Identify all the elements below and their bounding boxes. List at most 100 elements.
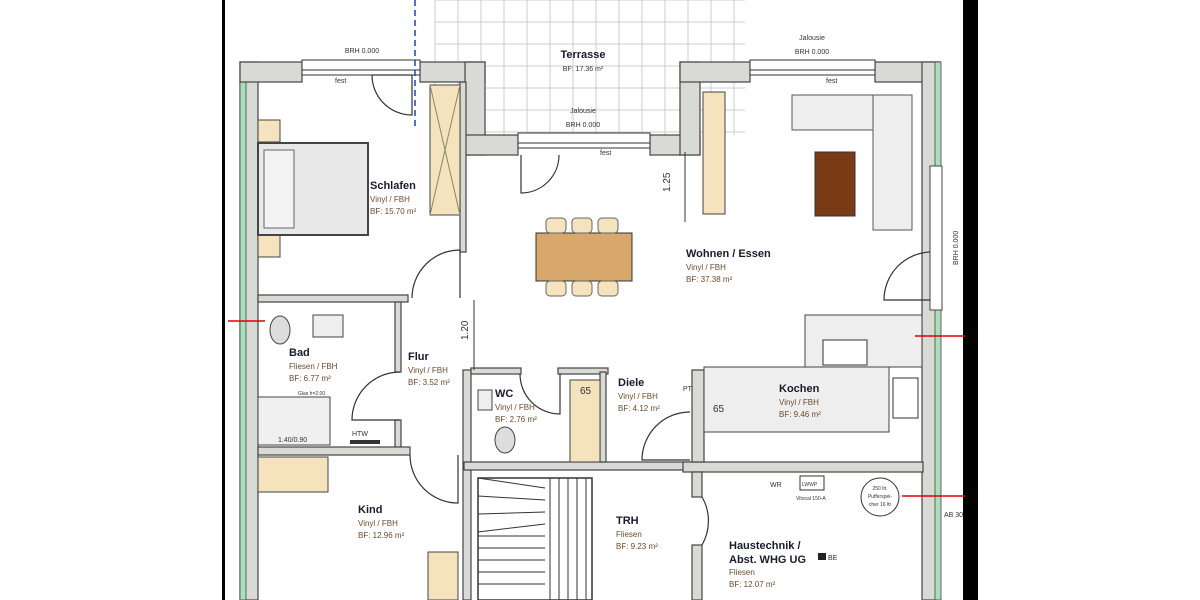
room-name: Haustechnik /: [729, 540, 801, 552]
room-name: Kochen: [779, 383, 820, 395]
window-label: BRH 0.000: [953, 231, 960, 265]
window-label: Jalousie: [799, 35, 825, 42]
room-floor: Vinyl / FBH: [495, 403, 535, 412]
kitchen-sink: [892, 377, 919, 419]
wall: [462, 369, 472, 600]
room-haustechnik: Haustechnik /Abst. WHG UG BE FliesenBF: …: [729, 540, 838, 589]
room-name: Terrasse: [560, 49, 605, 61]
room-area: BF: 17.36 m²: [563, 66, 604, 73]
wall: [257, 446, 411, 456]
wall: [679, 61, 751, 83]
fixture-label: 1.40/0.90: [278, 437, 307, 444]
door-swing: [520, 154, 560, 194]
cabinet: [569, 379, 601, 463]
dimension-label: 65: [713, 404, 725, 415]
fixture-label: Vitocal 150-A: [796, 496, 826, 502]
cooktop: [822, 339, 868, 366]
wall: [691, 369, 705, 463]
wall: [459, 81, 467, 253]
dining-table: [535, 232, 633, 282]
window-label: BRH 0.000: [345, 48, 379, 55]
wall: [470, 367, 522, 375]
door-swing: [409, 454, 459, 504]
door-swing: [519, 373, 561, 415]
room-floor: Fliesen / FBH: [289, 362, 338, 371]
room-area: BF: 6.77 m²: [289, 374, 331, 383]
door-swing: [351, 371, 401, 421]
doors: [351, 74, 931, 546]
section-arrows: [228, 320, 965, 497]
window-label: BRH 0.000: [566, 122, 600, 129]
door-swing: [371, 74, 413, 116]
chair: [597, 217, 619, 234]
wall: [257, 294, 409, 303]
chair: [571, 217, 593, 234]
insulation: [934, 309, 942, 600]
room-name: Bad: [289, 347, 310, 359]
heat-pump-unit: [799, 475, 825, 491]
room-name: Schlafen: [370, 180, 416, 192]
wall: [464, 134, 519, 156]
desk: [257, 456, 329, 493]
fixture-label: 250 ltr.: [872, 486, 887, 492]
room-area: BF: 12.07 m²: [729, 580, 776, 589]
room-area: BF: 9.46 m²: [779, 410, 821, 419]
nightstand: [257, 119, 281, 143]
sink: [477, 389, 493, 411]
door-swing: [883, 251, 931, 301]
room-area: BF: 12.96 m²: [358, 531, 405, 540]
wall: [691, 471, 703, 498]
chair: [597, 280, 619, 297]
buffer-tank: [860, 477, 900, 517]
window: [749, 59, 876, 76]
room-name: Kind: [358, 504, 382, 516]
labels: BRH 0.000 Terrasse BF: 17.36 m² Jalousie…: [278, 35, 963, 589]
wall: [682, 461, 924, 473]
furniture: [257, 84, 923, 600]
door-swing: [641, 411, 691, 461]
wall: [394, 301, 402, 373]
stair-step: [477, 511, 546, 515]
sink: [312, 314, 344, 338]
room-floor: Fliesen: [729, 568, 755, 577]
chair: [545, 217, 567, 234]
chairs: [545, 217, 619, 297]
room-area: BF: 2.76 m²: [495, 415, 537, 424]
dimension-label: 1.20: [460, 320, 471, 340]
fixture-label: PT: [683, 386, 693, 393]
window-fixed-label: fest: [335, 78, 346, 85]
frame-left-line: [222, 0, 225, 600]
room-name: Diele: [618, 377, 644, 389]
frame-right-band: [963, 0, 978, 600]
stair-step: [477, 477, 546, 489]
window: [517, 132, 651, 149]
room-floor: Vinyl / FBH: [686, 263, 726, 272]
stair-steps: [477, 477, 587, 600]
wall: [239, 61, 303, 83]
shower: [257, 396, 331, 446]
wardrobe: [427, 551, 459, 600]
window-label: Jalousie: [570, 108, 596, 115]
window: [929, 165, 943, 311]
wall: [691, 544, 703, 600]
room-area: BF: 37.38 m²: [686, 275, 733, 284]
fixture-label: AB 30: [944, 512, 963, 519]
fixture-label: Glas h=2.00: [298, 391, 325, 397]
dimension-label: 65: [580, 386, 592, 397]
nightstand: [257, 234, 281, 258]
wall: [394, 419, 402, 451]
window: [301, 59, 421, 76]
insulation: [239, 61, 247, 600]
fixture-label: HTW: [352, 431, 368, 438]
sideboard: [702, 91, 726, 215]
room-floor: Vinyl / FBH: [370, 195, 410, 204]
toilet: [269, 315, 291, 345]
pillow: [263, 149, 295, 229]
sofa: [872, 94, 913, 231]
